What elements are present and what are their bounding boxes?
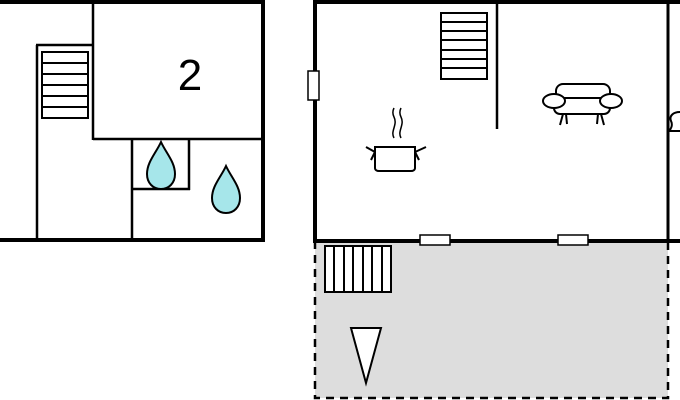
staircase-icon (440, 12, 488, 80)
terrace-dashed-border (313, 241, 670, 400)
water-drop-icon (210, 163, 242, 215)
staircase-icon (324, 245, 392, 293)
room-label: 2 (178, 51, 202, 100)
sofa-icon (542, 83, 623, 126)
right-building (307, 0, 680, 400)
window (419, 234, 451, 246)
window (557, 234, 589, 246)
partial-hook-icon (666, 111, 680, 132)
cooking-pot-icon (365, 107, 427, 172)
water-drop-icon (145, 139, 177, 191)
triangle-icon (349, 327, 383, 387)
window (307, 70, 320, 101)
left-building: 2 (0, 0, 265, 242)
staircase-icon (41, 51, 89, 119)
